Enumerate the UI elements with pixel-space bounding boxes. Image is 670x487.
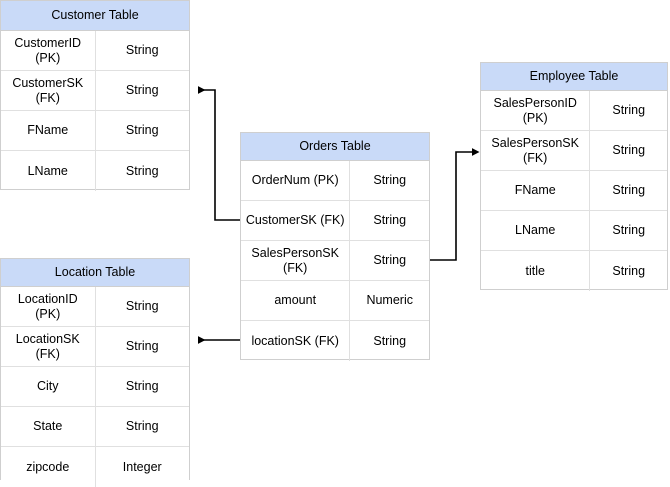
- field-type: Numeric: [366, 293, 413, 307]
- field-type: String: [125, 299, 159, 313]
- table-row[interactable]: SalesPersonSK (FK) String: [481, 131, 667, 171]
- field-name: LName: [1, 151, 96, 191]
- field-type: String: [373, 213, 407, 227]
- table-row[interactable]: CustomerSK (FK) String: [1, 71, 189, 111]
- field-name: LName: [481, 211, 591, 250]
- field-type: String: [612, 103, 646, 117]
- customer-table[interactable]: Customer Table CustomerID (PK) String Cu…: [0, 0, 190, 191]
- connector-orders-to-customer: [198, 86, 240, 221]
- connector-orders-to-employee: [430, 148, 480, 261]
- orders-table[interactable]: Orders Table OrderNum (PK) String Custom…: [240, 132, 430, 361]
- table-row[interactable]: locationSK (FK) String: [241, 321, 429, 361]
- table-row[interactable]: LName String: [1, 151, 189, 191]
- field-name: State: [1, 407, 96, 446]
- field-type: String: [373, 173, 407, 187]
- table-row[interactable]: OrderNum (PK) String: [241, 161, 429, 201]
- table-row[interactable]: CustomerID (PK) String: [1, 31, 189, 71]
- field-name: SalesPersonID (PK): [481, 91, 591, 130]
- field-type: String: [125, 379, 159, 393]
- table-row[interactable]: LocationSK (FK) String: [1, 327, 189, 367]
- table-row[interactable]: City String: [1, 367, 189, 407]
- field-type: String: [125, 163, 159, 178]
- table-row[interactable]: amount Numeric: [241, 281, 429, 321]
- location-table[interactable]: Location Table LocationID (PK) String Lo…: [0, 258, 190, 487]
- field-type: String: [612, 263, 646, 278]
- field-type: String: [373, 333, 407, 348]
- field-name: title: [481, 251, 591, 291]
- field-name: SalesPersonSK (FK): [241, 241, 351, 280]
- field-name: CustomerID (PK): [1, 31, 96, 70]
- field-type: Integer: [122, 459, 162, 474]
- field-name: SalesPersonSK (FK): [481, 131, 591, 170]
- field-type: String: [612, 183, 646, 197]
- field-type: String: [612, 223, 646, 237]
- field-type: String: [125, 419, 159, 433]
- table-row[interactable]: zipcode Integer: [1, 447, 189, 487]
- employee-table[interactable]: Employee Table SalesPersonID (PK) String…: [480, 62, 668, 291]
- customer-table-title: Customer Table: [1, 1, 189, 31]
- table-row[interactable]: LocationID (PK) String: [1, 287, 189, 327]
- field-name: LocationID (PK): [1, 287, 96, 326]
- field-type: String: [373, 253, 407, 267]
- field-name: CustomerSK (FK): [241, 201, 351, 240]
- table-row[interactable]: SalesPersonSK (FK) String: [241, 241, 429, 281]
- field-name: LocationSK (FK): [1, 327, 96, 366]
- orders-table-title: Orders Table: [241, 133, 429, 161]
- location-table-title: Location Table: [1, 259, 189, 287]
- table-row[interactable]: FName String: [1, 111, 189, 151]
- table-row[interactable]: title String: [481, 251, 667, 291]
- field-name: amount: [241, 281, 351, 320]
- table-row[interactable]: SalesPersonID (PK) String: [481, 91, 667, 131]
- field-type: String: [125, 123, 159, 137]
- field-name: CustomerSK (FK): [1, 71, 96, 110]
- table-row[interactable]: FName String: [481, 171, 667, 211]
- field-type: String: [125, 43, 159, 57]
- field-name: FName: [1, 111, 96, 150]
- field-name: City: [1, 367, 96, 406]
- table-row[interactable]: CustomerSK (FK) String: [241, 201, 429, 241]
- field-name: zipcode: [1, 447, 96, 487]
- field-name: FName: [481, 171, 591, 210]
- field-type: String: [125, 83, 159, 97]
- employee-table-title: Employee Table: [481, 63, 667, 91]
- field-name: locationSK (FK): [241, 321, 351, 361]
- field-type: String: [612, 143, 646, 157]
- table-row[interactable]: LName String: [481, 211, 667, 251]
- table-row[interactable]: State String: [1, 407, 189, 447]
- field-type: String: [125, 339, 159, 353]
- field-name: OrderNum (PK): [241, 161, 351, 200]
